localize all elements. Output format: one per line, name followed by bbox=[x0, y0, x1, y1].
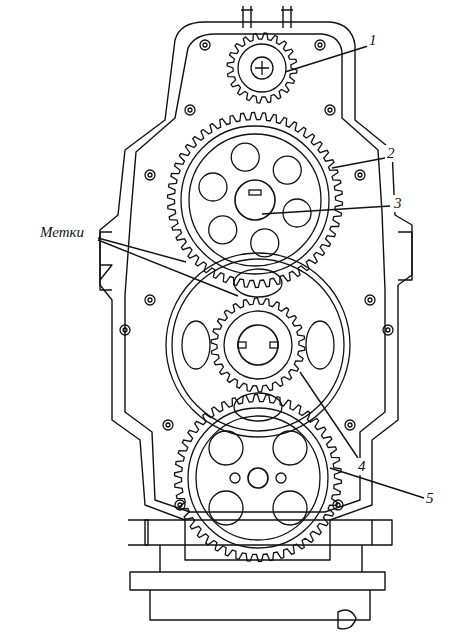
marks-label: Метки bbox=[38, 224, 86, 241]
leader-line bbox=[332, 158, 385, 168]
housing-bolt bbox=[145, 295, 155, 305]
housing-bolt-center bbox=[166, 423, 170, 427]
gear-5-hole bbox=[209, 431, 243, 465]
gear-4-key bbox=[238, 342, 246, 348]
housing-bolt bbox=[163, 420, 173, 430]
gear-5 bbox=[175, 395, 342, 562]
gear-5-rim bbox=[188, 408, 328, 548]
gear-2 bbox=[168, 113, 343, 288]
housing-bolt bbox=[175, 500, 185, 510]
gear-5-hole bbox=[209, 491, 243, 525]
stud bbox=[241, 6, 293, 28]
housing-bolt-center bbox=[336, 503, 340, 507]
drain-plug bbox=[338, 610, 356, 629]
housing-bolt-center bbox=[148, 173, 152, 177]
gear-4-key bbox=[270, 342, 278, 348]
gear-2-rim bbox=[181, 126, 329, 274]
gear-2-hole bbox=[273, 156, 301, 184]
gear-4 bbox=[211, 298, 305, 392]
gear-5-hub bbox=[248, 468, 268, 488]
gear-1-nut bbox=[255, 61, 269, 75]
gear-5-bolt bbox=[230, 473, 240, 483]
side-boss bbox=[100, 232, 412, 290]
callout-number: 3 bbox=[392, 195, 404, 212]
callout-number: 2 bbox=[385, 145, 397, 162]
housing-bolt bbox=[120, 325, 130, 335]
housing-bolt-center bbox=[368, 298, 372, 302]
leader-line bbox=[285, 46, 368, 72]
gear-2-hole bbox=[209, 216, 237, 244]
housing-bolt-center bbox=[178, 503, 182, 507]
housing-bolt-center bbox=[203, 43, 207, 47]
gear-cover-ring bbox=[172, 259, 344, 431]
side-mark bbox=[100, 265, 112, 280]
gear-2-hole bbox=[231, 143, 259, 171]
gear-1-hub bbox=[251, 57, 273, 79]
gear-2-key bbox=[249, 190, 261, 195]
gear-1 bbox=[227, 33, 297, 103]
callout-number: 5 bbox=[424, 490, 436, 507]
housing-bolt bbox=[333, 500, 343, 510]
housing-inner-outline bbox=[125, 34, 385, 512]
gear-2-hole bbox=[251, 229, 279, 257]
housing-bolt-center bbox=[188, 108, 192, 112]
housing-bolt bbox=[315, 40, 325, 50]
housing-bolt-center bbox=[328, 108, 332, 112]
gear-2-hole bbox=[199, 173, 227, 201]
housing-bolt bbox=[345, 420, 355, 430]
side-fins bbox=[128, 520, 392, 545]
lightening-hole bbox=[306, 321, 334, 369]
gear-4-hub bbox=[238, 325, 278, 365]
housing-bolt-center bbox=[348, 423, 352, 427]
gear-4-rim bbox=[224, 311, 292, 379]
gear-cover-ring bbox=[166, 253, 350, 437]
callout-number: 4 bbox=[356, 458, 368, 475]
sump-flange bbox=[130, 520, 385, 620]
gear-2-hole bbox=[283, 199, 311, 227]
gear-2-web bbox=[189, 134, 321, 266]
housing-bolt bbox=[185, 105, 195, 115]
gear-5-hole bbox=[273, 491, 307, 525]
gear-2-hub bbox=[235, 180, 275, 220]
leader-line bbox=[98, 238, 238, 296]
housing-bolt-center bbox=[318, 43, 322, 47]
housing-bolt-center bbox=[123, 328, 127, 332]
leader-line bbox=[262, 206, 390, 214]
gear-5-web bbox=[196, 416, 320, 540]
housing-bolt bbox=[145, 170, 155, 180]
housing-bolt bbox=[200, 40, 210, 50]
leader-line bbox=[330, 468, 424, 498]
gear-5-bolt bbox=[276, 473, 286, 483]
housing-bolt bbox=[355, 170, 365, 180]
callout-number: 1 bbox=[367, 32, 379, 49]
housing-bolt bbox=[365, 295, 375, 305]
housing-bolt-center bbox=[148, 298, 152, 302]
housing-bolt-center bbox=[358, 173, 362, 177]
housing-bolt bbox=[383, 325, 393, 335]
housing-bolt bbox=[325, 105, 335, 115]
lightening-hole bbox=[182, 321, 210, 369]
gear-1-rim bbox=[238, 44, 286, 92]
gear-5-hole bbox=[273, 431, 307, 465]
housing-bolt-center bbox=[386, 328, 390, 332]
